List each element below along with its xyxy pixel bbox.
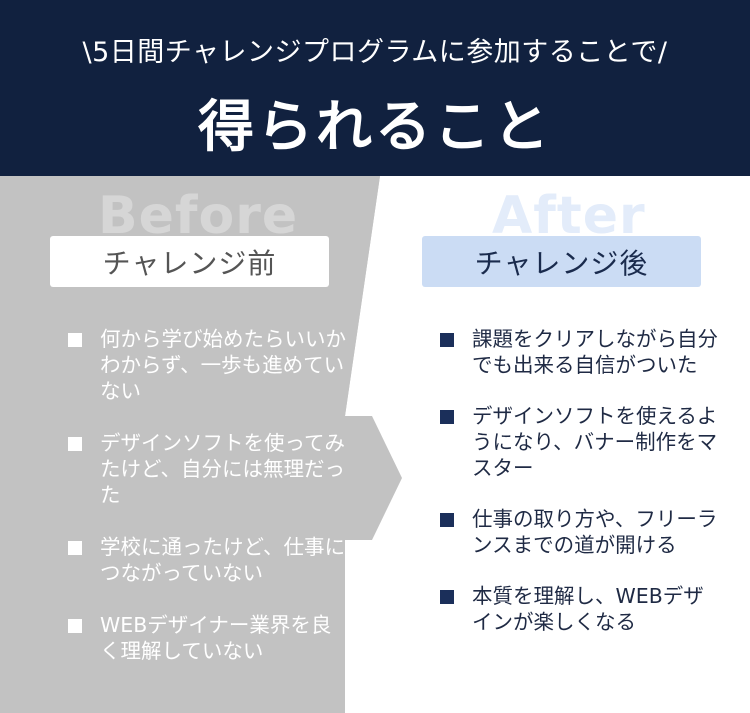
before-list-item: 学校に通ったけど、仕事につながっていない	[68, 534, 348, 586]
square-bullet-icon	[440, 513, 454, 527]
square-bullet-icon	[440, 410, 454, 424]
after-list-item: デザインソフトを使えるようになり、バナー制作をマスター	[440, 403, 720, 481]
before-label: チャレンジ前	[50, 236, 329, 287]
square-bullet-icon	[440, 590, 454, 604]
square-bullet-icon	[68, 333, 82, 347]
before-list: 何から学び始めたらいいかわからず、一歩も進めていない デザインソフトを使ってみた…	[68, 326, 348, 690]
square-bullet-icon	[68, 437, 82, 451]
after-list-item: 課題をクリアしながら自分でも出来る自信がついた	[440, 326, 720, 378]
after-label: チャレンジ後	[422, 236, 701, 287]
before-list-item: 何から学び始めたらいいかわからず、一歩も進めていない	[68, 326, 348, 404]
after-list-item: 仕事の取り方や、フリーランスまでの道が開ける	[440, 506, 720, 558]
after-list: 課題をクリアしながら自分でも出来る自信がついた デザインソフトを使えるようになり…	[440, 326, 720, 660]
after-list-item: 本質を理解し、WEBデザインが楽しくなる	[440, 583, 720, 635]
square-bullet-icon	[440, 333, 454, 347]
before-list-item: WEBデザイナー業界を良く理解していない	[68, 612, 348, 664]
square-bullet-icon	[68, 619, 82, 633]
header-banner	[0, 0, 750, 176]
before-list-item: デザインソフトを使ってみたけど、自分には無理だった	[68, 430, 348, 508]
page-title: 得られること	[198, 95, 552, 160]
header-subtitle: \5日間チャレンジプログラムに参加することで/	[82, 37, 668, 68]
square-bullet-icon	[68, 541, 82, 555]
